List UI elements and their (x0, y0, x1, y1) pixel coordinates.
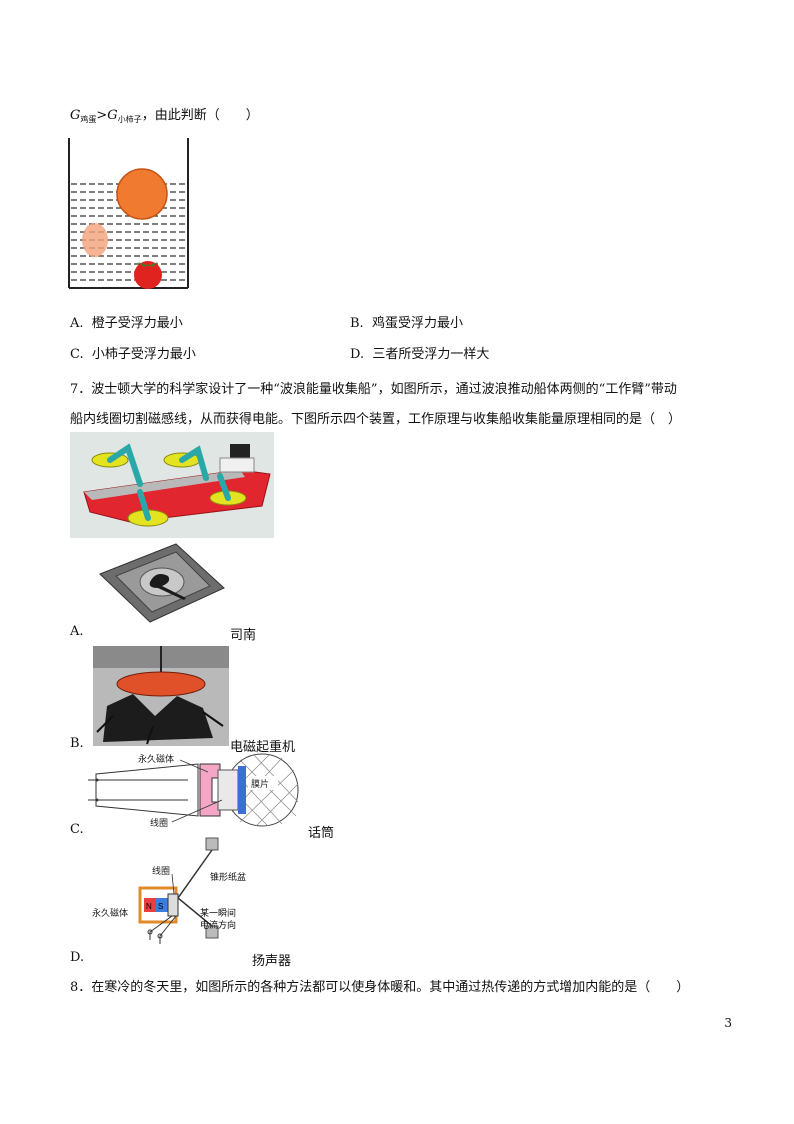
speaker-coil-leader (171, 873, 175, 895)
sinan-figure (99, 543, 225, 623)
mic-coil-label: 线圈 (150, 817, 168, 828)
option-label: A. (70, 316, 84, 331)
q6-option-a[interactable]: A. 橙子受浮力最小 (70, 312, 183, 331)
g-egg-sub: 鸡蛋 (80, 115, 97, 124)
orange-icon (116, 168, 168, 220)
speaker-current-label-2: 电流方向 (200, 921, 237, 931)
electromagnet-icon (116, 671, 206, 697)
q7-option-c-caption: 话筒 (308, 826, 335, 841)
speaker-current-label: 某一瞬间 (200, 909, 237, 919)
membrane-label-bg (248, 776, 278, 790)
mic-magnet-leader (179, 759, 209, 773)
work-arms (107, 443, 231, 521)
q8-text: 8．在寒冷的冬天里，如图所示的各种方法都可以使身体暖和。其中通过热传递的方式增加… (70, 980, 690, 995)
beaker-walls (68, 138, 189, 289)
mic-membrane-label: 膜片 (251, 778, 269, 789)
egg-icon (82, 223, 108, 257)
coil-icon (217, 769, 239, 811)
scrap-iron-icon (103, 694, 213, 742)
speaker-terminal-2 (157, 933, 163, 939)
tomato-leaf-icon (138, 262, 158, 267)
speaker-cone-label: 锥形纸盆 (210, 873, 247, 883)
speaker-coil-icon (167, 893, 179, 917)
mic-terminal-1 (95, 778, 99, 782)
tomato-icon (134, 261, 162, 289)
loudspeaker-figure: N S 线圈 永久磁体 (92, 837, 219, 944)
option-label: D. (350, 347, 365, 362)
page-number: 3 (724, 1016, 732, 1030)
speaker-coil-label: 线圈 (152, 865, 170, 876)
option-text: 鸡蛋受浮力最小 (371, 316, 463, 331)
greater-than: > (96, 108, 108, 123)
ship-cabin-icon (230, 444, 250, 460)
electromagnet-crane-figure (93, 646, 229, 746)
q7-option-d-label[interactable]: D. (70, 950, 85, 965)
speaker-cone-top (205, 837, 219, 851)
q7-option-a-caption: 司南 (230, 628, 257, 643)
magnet-s-pole (156, 898, 168, 912)
q7-option-b-label[interactable]: B. (70, 736, 84, 751)
q7-option-c-label[interactable]: C. (70, 822, 84, 837)
beaker-figure (68, 138, 189, 289)
mic-terminal-2 (95, 798, 99, 802)
scrap-pieces (96, 711, 224, 745)
g-tomato: G (107, 108, 118, 123)
speaker-terminal-1 (147, 929, 153, 935)
s-pole-label: S (158, 902, 163, 911)
q6-option-c[interactable]: C. 小柿子受浮力最小 (70, 343, 196, 362)
mic-magnet-label: 永久磁体 (138, 753, 174, 764)
g-egg: G (70, 108, 81, 123)
spoon-icon (149, 574, 186, 600)
microphone-figure: 膜片 永久磁体 线圈 (88, 753, 299, 828)
q7-option-b-caption: 电磁起重机 (230, 740, 296, 755)
mic-handle-icon (95, 763, 199, 817)
magnet-n-pole (144, 898, 156, 912)
speaker-leads (149, 915, 177, 944)
premise-tail: ，由此判断（ ） (141, 108, 259, 123)
g-tomato-sub: 小柿子 (117, 115, 142, 124)
q7-line2: 船内线圈切割磁感线，从而获得电能。下图所示四个装置，工作原理与收集船收集能量原理… (70, 412, 682, 427)
membrane-icon (238, 766, 246, 814)
q6-premise: G鸡蛋>G小柿子，由此判断（ ） (70, 104, 259, 124)
option-text: 三者所受浮力一样大 (372, 347, 490, 362)
q7-line1: 7．波士顿大学的科学家设计了一种“波浪能量收集船”，如图所示，通过波浪推动船体两… (70, 382, 677, 397)
q7-option-a-label[interactable]: A. (70, 624, 84, 639)
option-label: B. (350, 316, 364, 331)
speaker-magnet-label: 永久磁体 (92, 907, 128, 918)
option-label: C. (70, 347, 84, 362)
ship-bridge-icon (219, 457, 255, 473)
q6-option-b[interactable]: B. 鸡蛋受浮力最小 (350, 312, 463, 331)
q6-option-d[interactable]: D. 三者所受浮力一样大 (350, 343, 489, 362)
mic-coil-leader (171, 799, 223, 823)
wave-energy-ship-figure (70, 432, 274, 538)
n-pole-label: N (146, 902, 152, 911)
q7-option-d-caption: 扬声器 (252, 954, 292, 969)
option-text: 小柿子受浮力最小 (91, 347, 196, 362)
option-text: 橙子受浮力最小 (91, 316, 183, 331)
